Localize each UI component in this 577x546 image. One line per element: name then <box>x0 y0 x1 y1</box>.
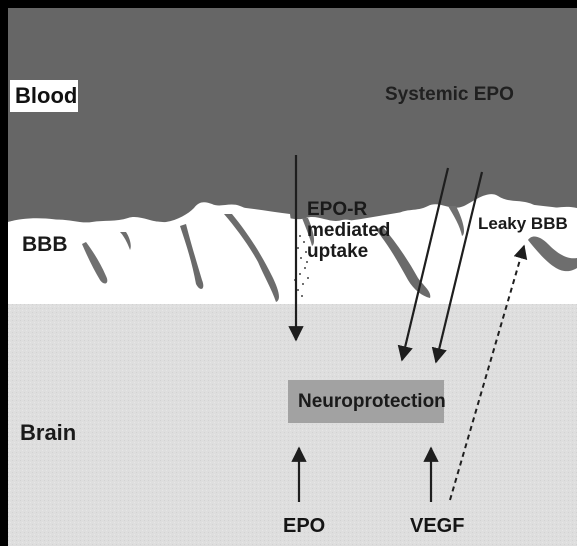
blood-region <box>8 8 577 223</box>
bbb-cell-2 <box>94 220 182 294</box>
systemic-epo-label: Systemic EPO <box>385 84 514 106</box>
bbb-cell-1 <box>8 218 74 300</box>
epo-r-label-line-3: uptake <box>307 241 390 262</box>
vegf-label: VEGF <box>410 515 464 538</box>
leaky-bbb-label: Leaky BBB <box>478 214 568 234</box>
brain-label: Brain <box>20 420 76 445</box>
epo-r-label-line-1: EPO-R <box>307 199 390 220</box>
epo-r-label-line-2: mediated <box>307 220 390 241</box>
frame-top <box>0 0 577 8</box>
bbb-label: BBB <box>22 233 68 257</box>
frame-left <box>0 0 8 546</box>
bbb-cell-3 <box>196 206 298 283</box>
brain-region <box>8 300 577 546</box>
epo-r-label: EPO-R mediated uptake <box>307 199 390 262</box>
epo-label: EPO <box>283 515 325 538</box>
neuroprotection-label: Neuroprotection <box>298 391 446 413</box>
blood-label: Blood <box>10 80 78 112</box>
